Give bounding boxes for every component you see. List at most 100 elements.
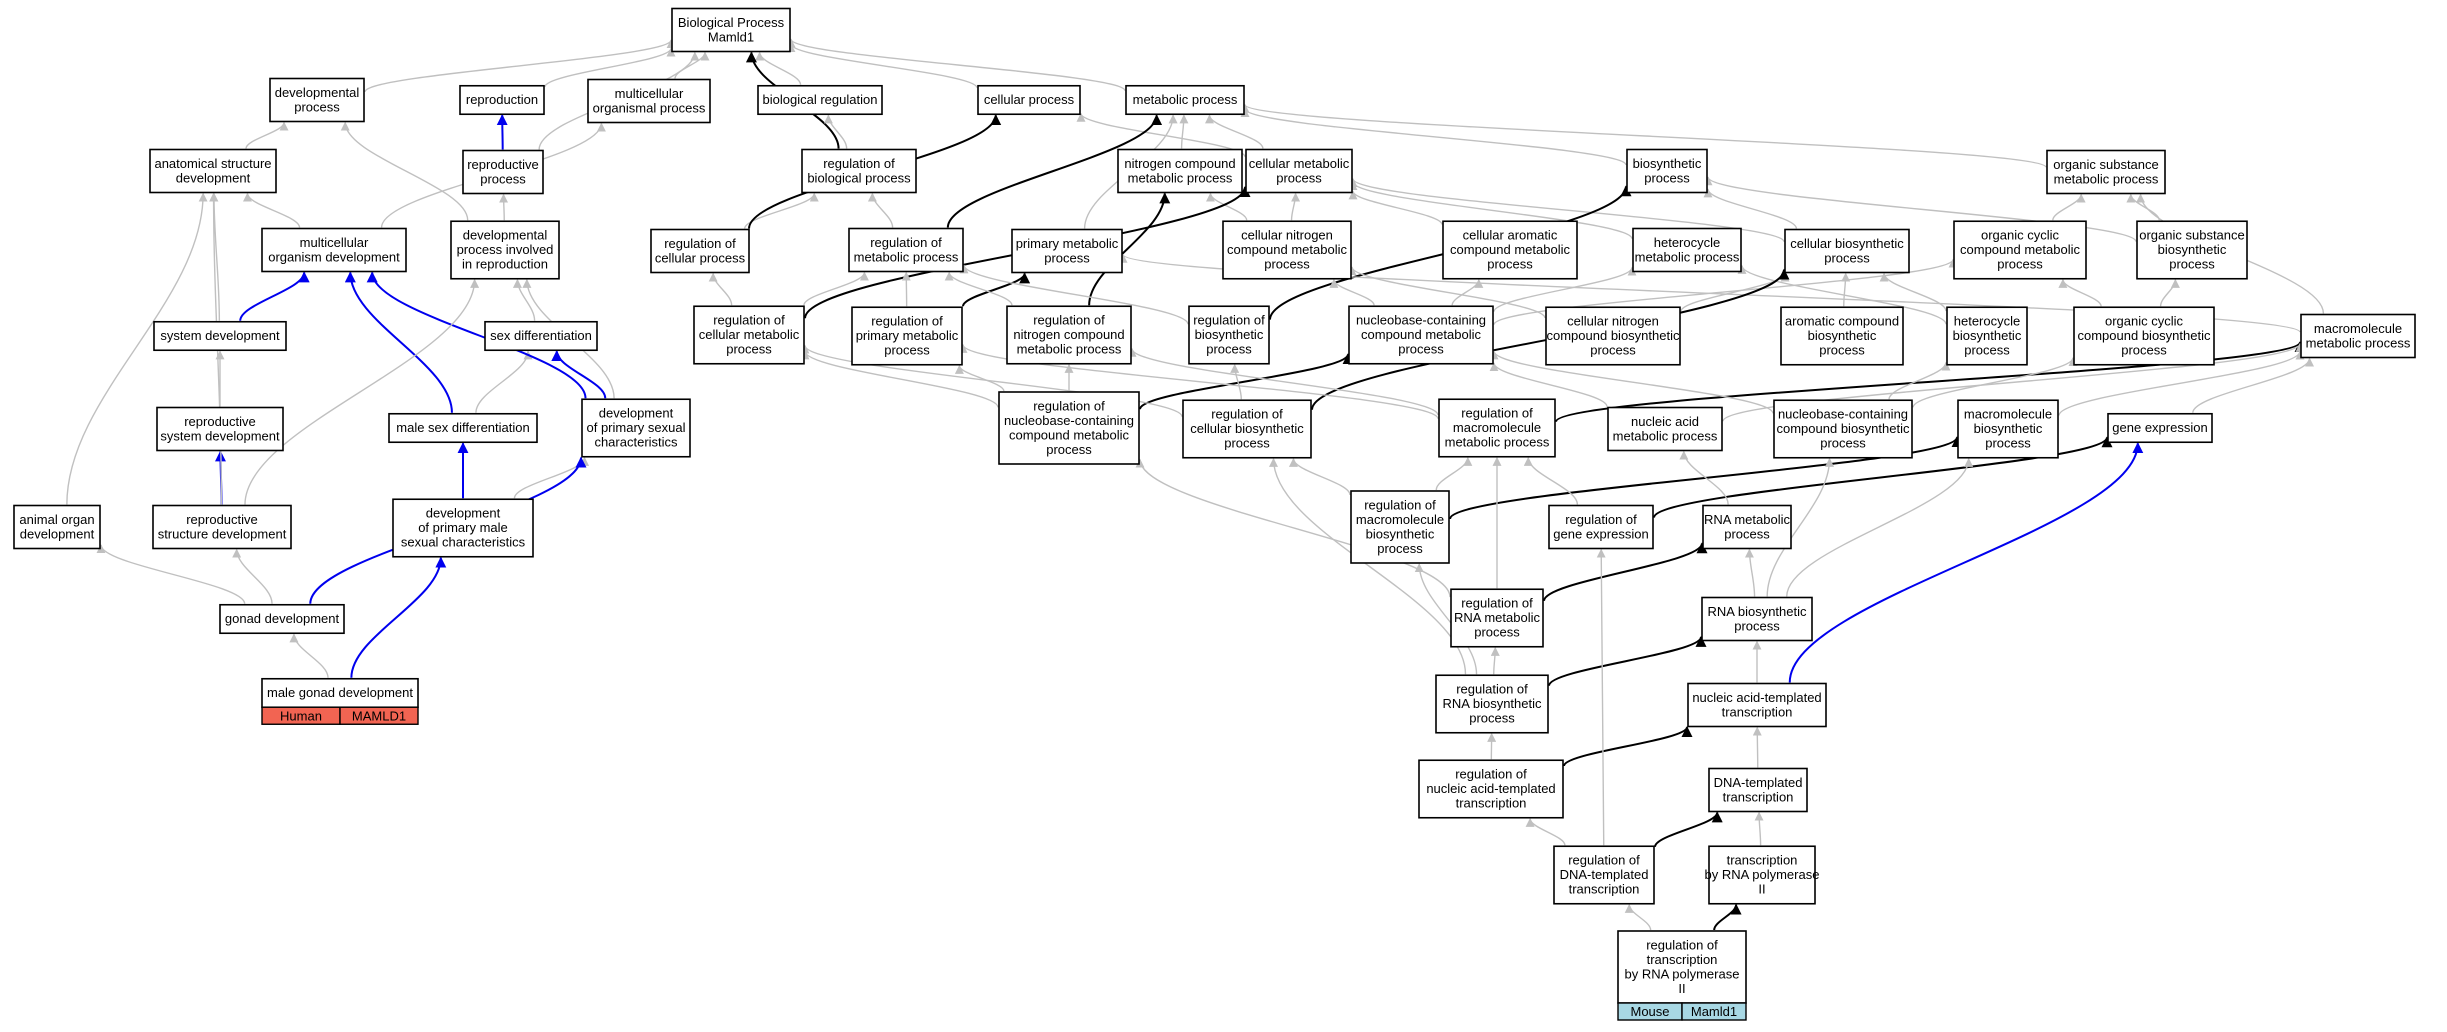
go-term-malesex[interactable]: male sex differentiation [388, 412, 538, 444]
go-term-label: regulation of [1211, 407, 1283, 422]
edge-reprostruct-to-devrepro [244, 278, 480, 505]
go-term-cellproc[interactable]: cellular process [977, 84, 1081, 116]
go-term-box [156, 406, 284, 452]
go-term-malegonad[interactable]: male gonad development [261, 677, 419, 709]
edge-regnucacid-to-nucacidtrans [1563, 726, 1693, 767]
go-term-box [2073, 306, 2215, 366]
go-term-sysdev[interactable]: system development [153, 320, 287, 352]
go-term-gonad[interactable]: gonad development [219, 603, 345, 635]
go-term-regmacrobio[interactable]: regulation ofmacromoleculebiosyntheticpr… [1350, 490, 1450, 564]
go-term-reproduction[interactable]: reproduction [459, 84, 545, 116]
edge-regdna-to-reggene [1596, 548, 1606, 846]
badge-species: Mouse [1630, 1004, 1669, 1019]
edge-cellnitro-to-cellmeta [1290, 192, 1301, 221]
go-term-label: aromatic compound [1785, 314, 1899, 329]
edge-cellarom-to-cellmeta [1348, 190, 1443, 225]
go-term-label: regulation of [1646, 937, 1718, 952]
go-term-metaproc[interactable]: metabolic process [1125, 84, 1245, 116]
go-term-box [1946, 306, 2028, 366]
edge-nucleometa-to-cellnitro [1329, 278, 1375, 306]
go-term-box [459, 84, 545, 116]
edge-sysdev-to-multidev [239, 271, 310, 322]
edge-nucleobio-to-orgcycbio [1912, 357, 2078, 408]
go-term-label: regulation of [664, 236, 736, 251]
edge-bioreg-to-bp [755, 51, 802, 85]
go-term-label: process [1469, 711, 1515, 726]
go-term-label: cellular aromatic [1463, 228, 1558, 243]
go-term-box [1784, 228, 1910, 274]
go-term-label: process [1964, 343, 2010, 358]
go-term-label: male gonad development [267, 685, 413, 700]
go-term-label: process [1824, 250, 1870, 265]
go-term-label: biosynthetic [1366, 526, 1435, 541]
go-term-box [13, 504, 101, 550]
go-term-geneexp[interactable]: gene expression [2107, 412, 2213, 444]
go-term-box [1182, 399, 1312, 459]
go-term-label: organic substance [2053, 157, 2159, 172]
go-term-box [1350, 490, 1450, 564]
go-term-box [149, 148, 277, 194]
go-term-regnucleo[interactable]: regulation ofnucleobase-containingcompou… [998, 391, 1140, 465]
go-term-label: regulation of [871, 314, 943, 329]
go-term-label: transcription [1722, 704, 1793, 719]
go-term-sexdiff[interactable]: sex differentiation [484, 320, 598, 352]
edge-cellproc-to-bp [786, 43, 978, 89]
edge-regnucleo-to-regcellmeta [800, 350, 999, 408]
go-term-bioreg[interactable]: biological regulation [757, 84, 883, 116]
edge-orgcycbio-to-orgsubbio [2159, 278, 2180, 307]
